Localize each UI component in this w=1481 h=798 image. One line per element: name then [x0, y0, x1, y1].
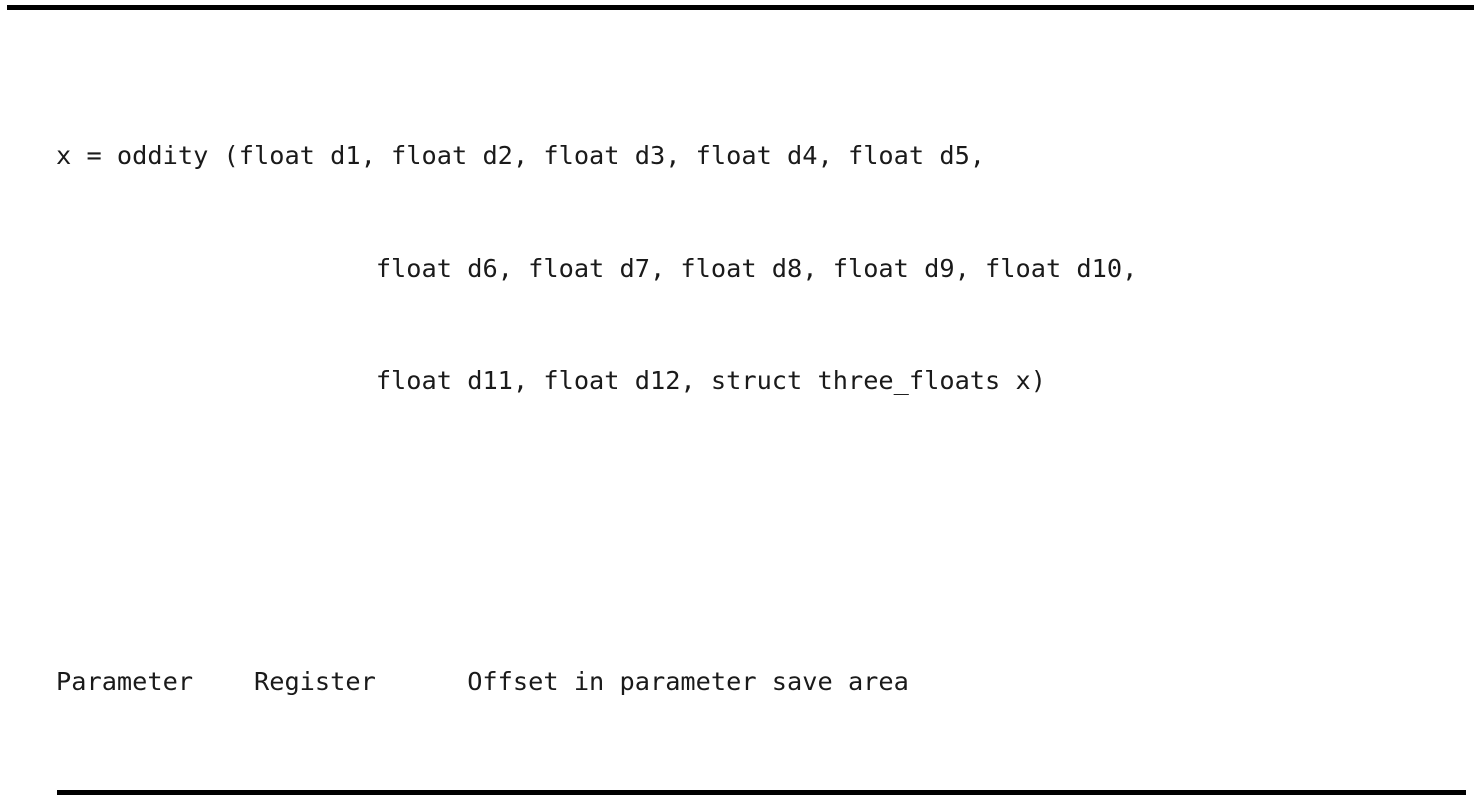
bottom-horizontal-rule: [57, 790, 1466, 795]
column-header-parameter: Parameter: [56, 667, 194, 697]
code-line-1: x = oddity (float d1, float d2, float d3…: [56, 140, 986, 170]
code-line-3: float d11, float d12, struct three_float…: [375, 366, 1046, 396]
table-header-row: Parameter Register Offset in parameter s…: [56, 663, 1456, 701]
blank-line: [56, 513, 1456, 551]
column-header-register: Register: [253, 667, 376, 697]
column-header-offset: Offset in parameter save area: [467, 667, 909, 697]
code-line-2: float d6, float d7, float d8, float d9, …: [375, 253, 1138, 283]
code-figure: x = oddity (float d1, float d2, float d3…: [56, 24, 1456, 798]
top-horizontal-rule: [7, 5, 1474, 10]
